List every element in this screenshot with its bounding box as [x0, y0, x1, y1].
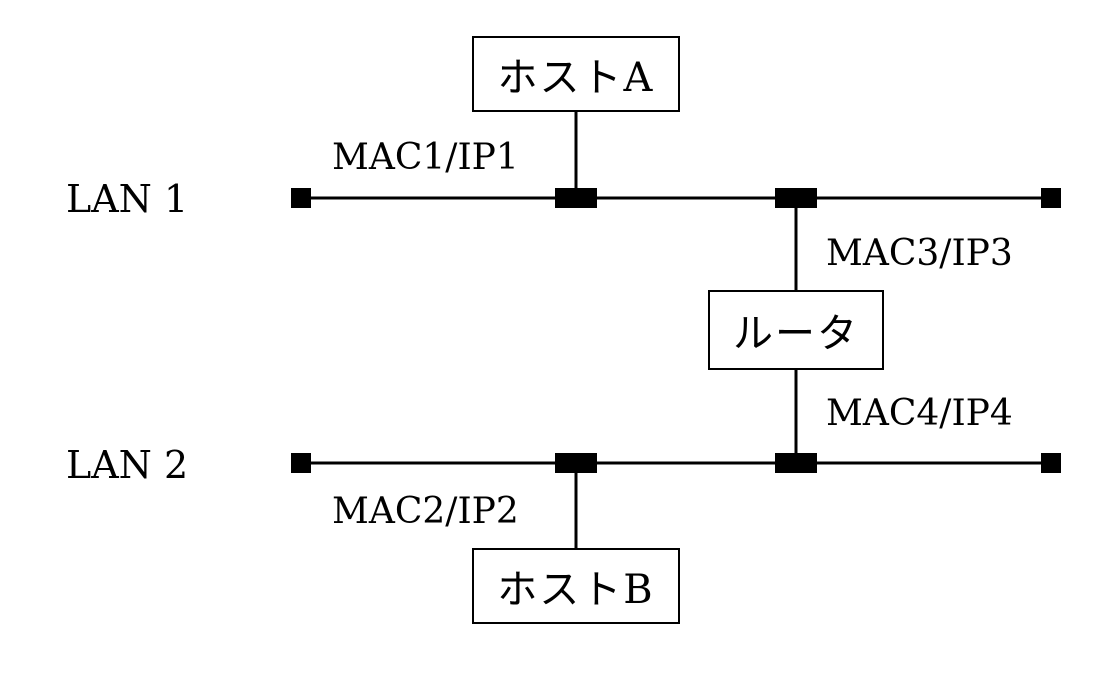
lan1-left-terminator: [291, 188, 311, 208]
host-a-address: MAC1/IP1: [332, 137, 519, 178]
host-a-tap: [555, 188, 597, 208]
host-b-tap: [555, 453, 597, 473]
lan1-label: LAN 1: [66, 177, 189, 221]
host-b-box: ホストB: [472, 548, 680, 624]
router-lan1-tap: [775, 188, 817, 208]
router-label: ルータ: [733, 311, 859, 357]
router-lan2-address: MAC4/IP4: [826, 393, 1013, 434]
host-b-label: ホストB: [497, 567, 655, 613]
lan2-left-terminator: [291, 453, 311, 473]
router-box: ルータ: [708, 290, 884, 370]
lan1-right-terminator: [1041, 188, 1061, 208]
router-lan1-address: MAC3/IP3: [826, 233, 1013, 274]
lan2-right-terminator: [1041, 453, 1061, 473]
lan2-label: LAN 2: [66, 443, 189, 487]
router-lan2-tap: [775, 453, 817, 473]
host-b-address: MAC2/IP2: [332, 491, 519, 532]
host-a-label: ホストA: [497, 55, 655, 101]
host-a-box: ホストA: [472, 36, 680, 112]
